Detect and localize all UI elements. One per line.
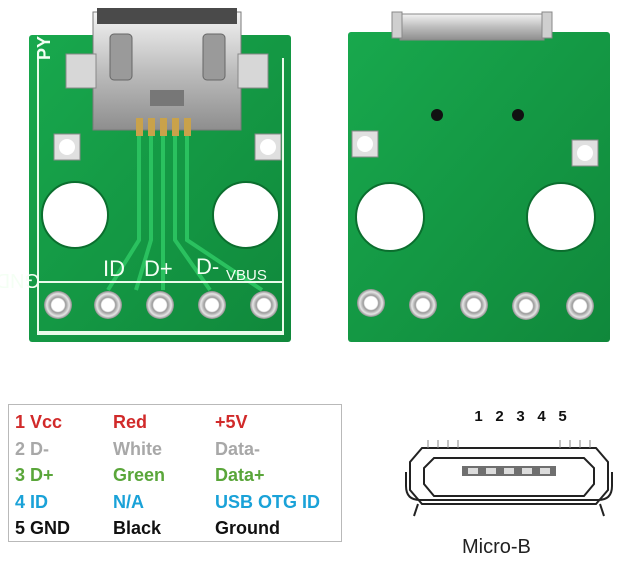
pinout-pin: 5 GND: [15, 518, 71, 538]
connector-pin-number: 5: [558, 408, 567, 425]
connector-pin-number: 4: [537, 408, 546, 425]
micro-b-connector-diagram: [405, 440, 613, 517]
silkscreen-dplus: D+: [144, 256, 173, 281]
pinout-signal: USB OTG ID: [215, 491, 321, 512]
pinout-wire-color: Black: [113, 518, 162, 538]
silkscreen-id: ID: [103, 256, 125, 281]
connector-pin-number: 1: [474, 408, 483, 425]
silkscreen-py: PY: [34, 36, 54, 60]
pinout-row: 1 Vcc Red +5V: [9, 409, 341, 435]
pinout-row: 4 ID N/A USB OTG ID: [9, 489, 341, 515]
silkscreen-gnd: GND: [0, 269, 40, 291]
pinout-signal: Ground: [215, 518, 280, 538]
pinout-signal: +5V: [215, 412, 248, 432]
pinout-wire-color: White: [113, 438, 162, 459]
pinout-pin: 2 D-: [15, 438, 50, 459]
silkscreen-dminus: D-: [196, 254, 219, 279]
pcb-photo: PY GND ID D+ D- VBUS: [0, 8, 610, 342]
pinout-pin: 1 Vcc: [15, 412, 63, 432]
connector-caption: Micro-B: [462, 536, 531, 558]
connector-pin-number: 2: [495, 408, 504, 425]
pinout-row: 3 D+ Green Data+: [9, 462, 341, 488]
pinout-signal: Data+: [215, 465, 265, 485]
pinout-signal: Data-: [215, 438, 261, 459]
pinout-row: 2 D- White Data-: [9, 436, 341, 462]
connector-pin-number: 3: [516, 408, 525, 425]
silkscreen-vbus: VBUS: [226, 267, 267, 284]
pinout-pin: 3 D+: [15, 465, 54, 485]
front-board: PY GND ID D+ D- VBUS: [0, 8, 291, 342]
back-board: [348, 11, 610, 342]
pinout-wire-color: Red: [113, 412, 148, 432]
pinout-wire-color: Green: [113, 465, 166, 485]
pinout-table: 1 Vcc Red +5V 2 D- White Data- 3 D+ Green Data+ 4…: [8, 404, 342, 542]
pinout-wire-color: N/A: [113, 491, 144, 512]
pinout-row: 5 GND Black Ground: [9, 515, 341, 541]
pinout-pin: 4 ID: [15, 491, 49, 512]
